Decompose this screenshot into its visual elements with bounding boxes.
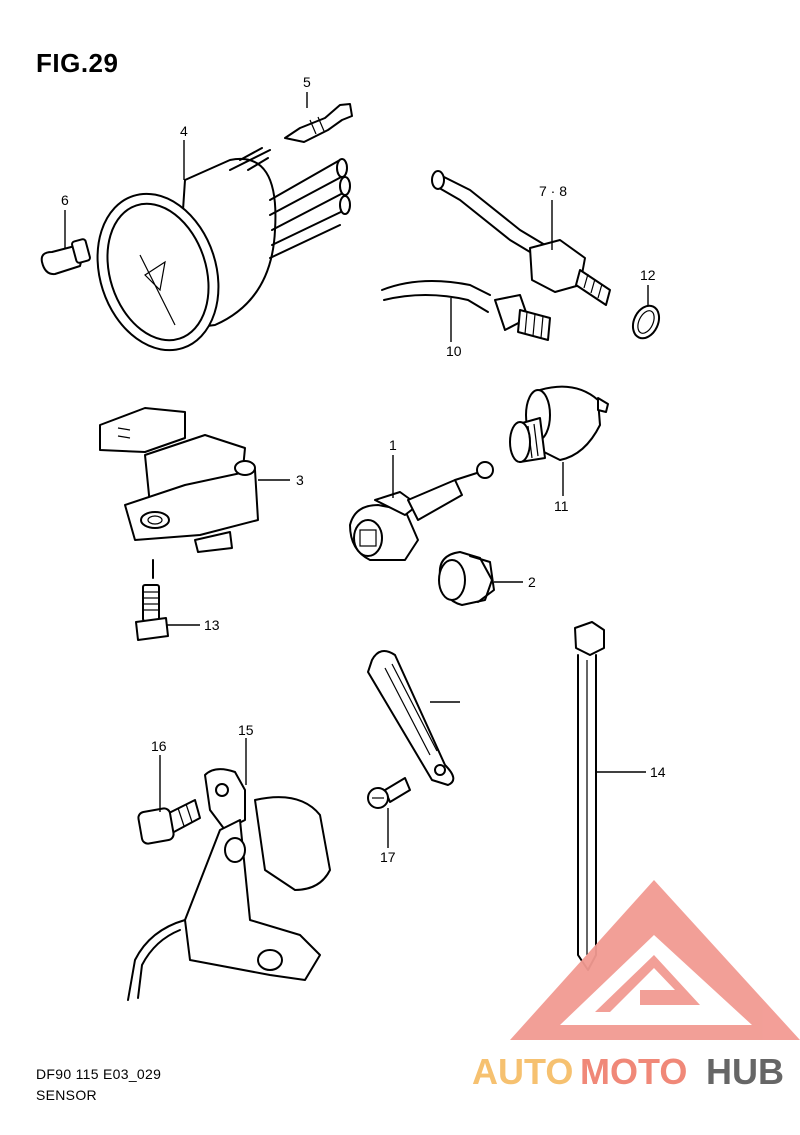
drawing-code: DF90 115 E03_029 xyxy=(36,1066,162,1082)
screw-part-16 xyxy=(367,777,411,809)
watermark-auto: AUTO xyxy=(472,1051,573,1092)
o-ring-part-11 xyxy=(631,304,661,340)
gauge-part-4 xyxy=(96,147,351,352)
callout-14: 15 xyxy=(238,722,254,738)
figure-title: FIG.29 xyxy=(36,48,119,78)
callout-7-8: 7 · 8 xyxy=(539,183,567,199)
callout-2: 2 xyxy=(528,574,536,590)
callout-3: 3 xyxy=(296,472,304,488)
watermark-wordmark: AUTO MOTO HUB xyxy=(472,1051,784,1092)
temp-sensor-part-1 xyxy=(349,461,494,561)
bracket-part-17 xyxy=(367,650,455,786)
callout-6: 6 xyxy=(61,192,69,208)
leader-lines xyxy=(64,92,649,848)
callout-5: 5 xyxy=(303,74,311,90)
watermark-moto: MOTO xyxy=(580,1051,687,1092)
callout-10: 11 xyxy=(554,498,569,514)
temp-sender-part-7-8 xyxy=(431,170,611,306)
callout-4: 4 xyxy=(180,123,188,139)
callout-12: 13 xyxy=(204,617,220,633)
callouts: 5 4 6 7 · 8 12 10 1 3 11 2 13 15 16 14 1… xyxy=(61,74,666,865)
callout-1: 1 xyxy=(389,437,397,453)
watermark-hub: HUB xyxy=(706,1051,784,1092)
terminal-part-5 xyxy=(284,103,353,143)
callout-13: 14 xyxy=(650,764,666,780)
callout-9: 10 xyxy=(446,343,462,359)
grommet-part-2 xyxy=(438,551,495,606)
map-sensor-part-3 xyxy=(99,407,259,553)
knock-sensor-part-10 xyxy=(509,385,609,463)
bolt-part-15 xyxy=(137,799,201,845)
watermark-logo xyxy=(510,880,800,1040)
callout-15: 16 xyxy=(151,738,167,754)
figure-name: SENSOR xyxy=(36,1087,97,1103)
sensor-part-14 xyxy=(127,768,331,1001)
bolt-part-12 xyxy=(135,559,169,641)
callout-11: 12 xyxy=(640,267,656,283)
callout-16: 17 xyxy=(380,849,396,865)
pressure-switch-part-9 xyxy=(381,280,551,341)
bulb-part-6 xyxy=(40,238,91,276)
cable-tie-part-13 xyxy=(574,621,605,971)
